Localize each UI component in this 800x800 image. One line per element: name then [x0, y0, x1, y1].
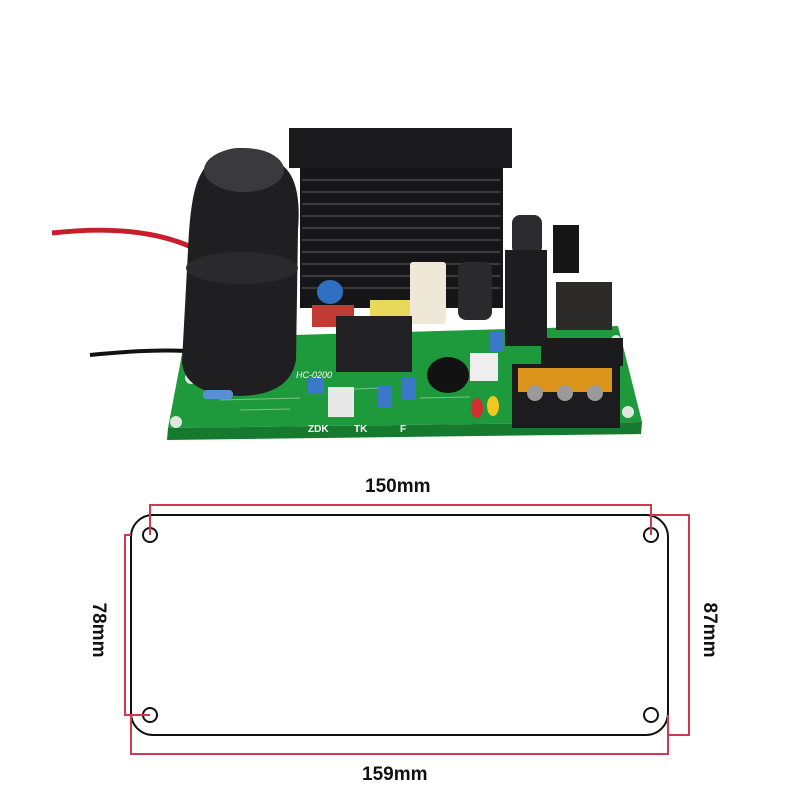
transformer-coil	[556, 282, 612, 330]
dimension-right-label: 87mm	[699, 602, 720, 658]
yellow-inductor	[370, 300, 410, 320]
trim-pot	[402, 378, 416, 400]
bridge-rectifier	[553, 225, 579, 273]
blue-disc-capacitor	[317, 280, 343, 304]
resistor	[203, 390, 233, 399]
silk-zdk: ZDK	[308, 424, 329, 435]
trim-pot	[490, 332, 504, 352]
electrolytic-capacitor	[458, 262, 492, 320]
white-connector	[328, 387, 354, 417]
white-connector	[470, 353, 498, 381]
silk-tk: TK	[354, 424, 368, 435]
dimension-bottom-label: 159mm	[362, 764, 428, 785]
dim-line-left	[124, 534, 150, 716]
transformer	[505, 250, 547, 346]
capacitor	[182, 148, 299, 396]
trim-pot	[378, 386, 392, 408]
black-module	[541, 338, 623, 366]
electrolytic-capacitor	[512, 215, 542, 255]
dimension-top-label: 150mm	[365, 476, 431, 497]
buzzer	[427, 357, 469, 393]
dim-line-top	[149, 504, 652, 535]
dimension-left-label: 78mm	[88, 602, 109, 658]
dimension-drawing	[124, 504, 690, 755]
dim-line-right	[651, 514, 690, 736]
trim-pot	[308, 378, 324, 394]
yellow-led	[487, 396, 499, 416]
red-led	[471, 398, 483, 418]
terminal-block	[512, 364, 620, 428]
silk-model: HC-0200	[296, 370, 332, 380]
dim-line-bottom	[130, 715, 669, 755]
silk-f: F	[400, 424, 406, 435]
black-relay	[336, 316, 412, 372]
white-capacitor	[410, 262, 446, 324]
board-outline	[130, 514, 669, 736]
mount-hole	[643, 707, 659, 723]
